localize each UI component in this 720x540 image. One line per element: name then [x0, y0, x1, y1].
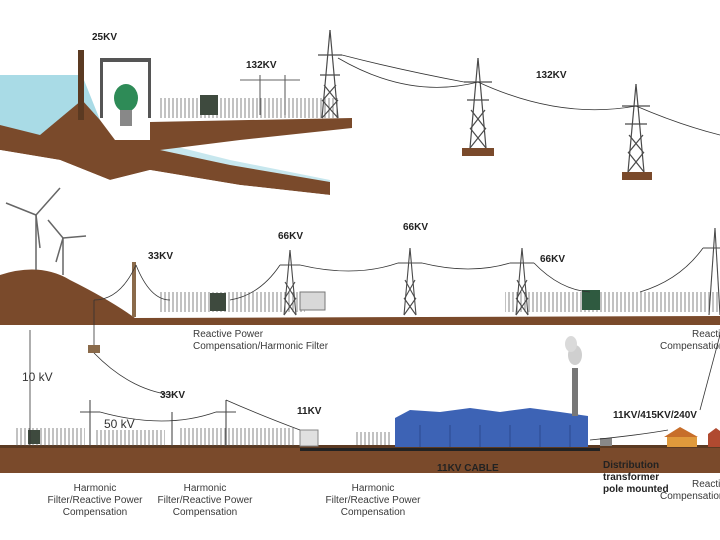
hydro-section: [0, 50, 352, 200]
caption-line: Compensation: [660, 491, 720, 503]
caption-line: Filter/Reactive Power: [150, 495, 260, 507]
factory: [395, 408, 588, 447]
caption-line: Filter/Reactive Power: [40, 495, 150, 507]
label-132kv-line: 132KV: [536, 70, 567, 81]
label-25kv: 25KV: [92, 32, 117, 43]
substation-transformer: [200, 95, 218, 115]
turbine-generator: [114, 84, 138, 112]
caption-line: pole mounted: [603, 484, 669, 496]
wind-section: [0, 188, 720, 325]
label-33kv-wind: 33KV: [148, 251, 173, 262]
label-66kv-c: 66KV: [540, 254, 565, 265]
caption-line: Compensation/Harmonic Filter: [193, 341, 328, 353]
caption-line: Harmonic: [150, 483, 260, 495]
caption-reactive-bottom-cut: Reacti Compensation: [660, 479, 720, 503]
caption-harmonic-filter-2: Harmonic Filter/Reactive Power Compensat…: [150, 483, 260, 519]
caption-line: Reacti: [660, 479, 720, 491]
caption-line: Reactive Power: [193, 329, 328, 341]
label-distribution-transformer: Distribution transformer pole mounted: [603, 460, 669, 496]
caption-line: Compensation: [660, 341, 720, 353]
label-11kv: 11KV: [297, 406, 321, 417]
label-50kv: 50 kV: [104, 417, 135, 431]
transmission-tower-2: [464, 58, 492, 148]
caption-line: Compensation: [150, 507, 260, 519]
powerhouse-frame: [100, 58, 150, 62]
transmission-tower-3: [622, 84, 650, 172]
label-11kv-415kv-240v: 11KV/415KV/240V: [613, 410, 697, 421]
caption-line: transformer: [603, 472, 669, 484]
dam-wall: [78, 50, 84, 120]
distribution-section: [0, 336, 720, 473]
caption-reactive-right-cut: Reactiv Compensation: [660, 329, 720, 353]
label-66kv-a: 66KV: [278, 231, 303, 242]
chimney: [572, 368, 578, 416]
caption-line: Harmonic: [40, 483, 150, 495]
house-orange: [664, 427, 698, 437]
caption-harmonic-filter-1: Harmonic Filter/Reactive Power Compensat…: [40, 483, 150, 519]
caption-reactive-power-mid: Reactive Power Compensation/Harmonic Fil…: [193, 329, 328, 353]
caption-line: Distribution: [603, 460, 669, 472]
label-66kv-b: 66KV: [403, 222, 428, 233]
caption-line: Filter/Reactive Power: [318, 495, 428, 507]
wind-turbine-2: [48, 220, 86, 275]
tower-66kv-2: [398, 248, 422, 315]
caption-line: Compensation: [40, 507, 150, 519]
cable-11kv: [300, 448, 600, 451]
label-132kv-substation: 132KV: [246, 60, 277, 71]
label-11kv-cable: 11KV CABLE: [437, 463, 499, 474]
caption-line: Compensation: [318, 507, 428, 519]
caption-line: Reactiv: [660, 329, 720, 341]
caption-line: Harmonic: [318, 483, 428, 495]
caption-harmonic-filter-3: Harmonic Filter/Reactive Power Compensat…: [318, 483, 428, 519]
label-10kv: 10 kV: [22, 370, 53, 384]
label-33kv-bottom: 33KV: [160, 390, 185, 401]
line-132kv: [338, 55, 720, 135]
wind-turbine-1: [6, 188, 60, 270]
